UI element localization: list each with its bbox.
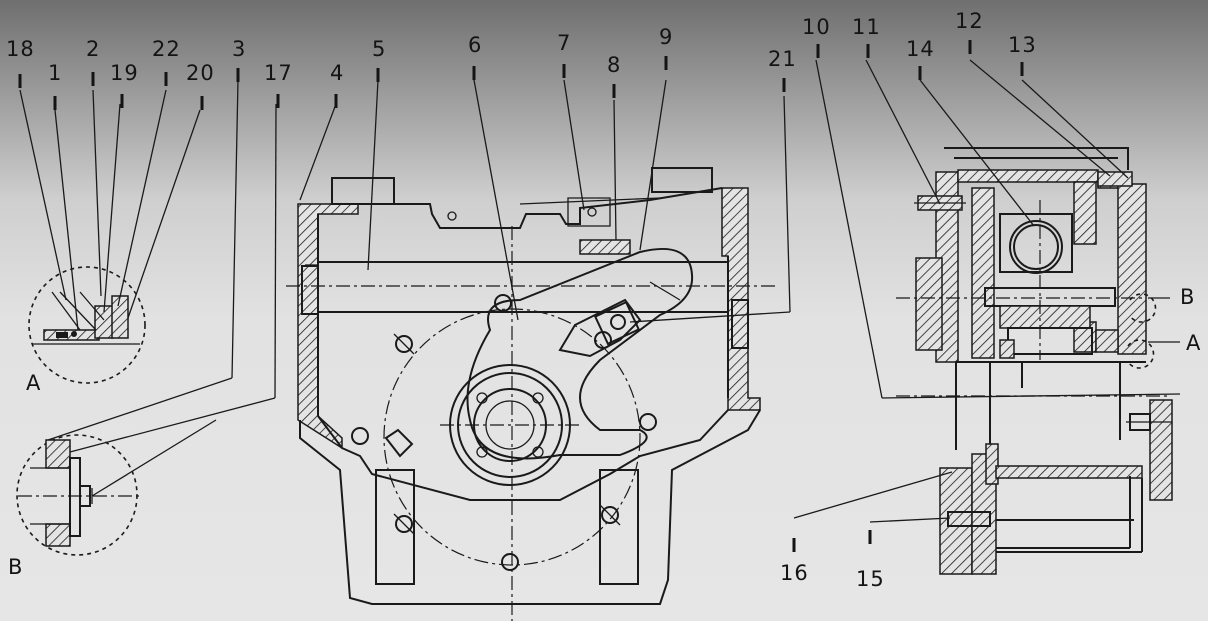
section-b-mark: B — [1180, 285, 1195, 309]
callout-18: 18 — [6, 37, 35, 61]
callout-13: 13 — [1008, 33, 1037, 57]
callout-7: 7 — [557, 31, 571, 55]
callout-14: 14 — [906, 37, 935, 61]
detail-a-label: A — [26, 371, 41, 395]
callout-10: 10 — [802, 15, 831, 39]
callout-ticks — [18, 40, 1024, 552]
callout-16: 16 — [780, 561, 809, 585]
detail-b-label: B — [8, 555, 23, 579]
leader-lines — [19, 59, 1181, 523]
callout-5: 5 — [372, 37, 386, 61]
callout-1: 1 — [48, 61, 62, 85]
callout-4: 4 — [330, 61, 344, 85]
callout-20: 20 — [186, 61, 215, 85]
section-a-mark: A — [1186, 331, 1201, 355]
front-view — [286, 167, 776, 621]
callout-19: 19 — [110, 61, 139, 85]
callout-15: 15 — [856, 567, 885, 591]
callout-21: 21 — [768, 47, 797, 71]
callout-labels: 18 1 2 19 22 20 3 17 4 5 6 7 8 9 21 10 1… — [6, 9, 1037, 591]
callout-22: 22 — [152, 37, 181, 61]
callout-9: 9 — [659, 25, 673, 49]
callout-6: 6 — [468, 33, 482, 57]
callout-11: 11 — [852, 15, 881, 39]
side-section-view — [896, 147, 1173, 575]
view-marks: A B B A — [8, 285, 1201, 579]
callout-17: 17 — [264, 61, 293, 85]
detail-b-view — [16, 434, 140, 556]
callout-3: 3 — [232, 37, 246, 61]
detail-a-view — [28, 266, 146, 384]
callout-8: 8 — [607, 53, 621, 77]
callout-2: 2 — [86, 37, 100, 61]
callout-12: 12 — [955, 9, 984, 33]
